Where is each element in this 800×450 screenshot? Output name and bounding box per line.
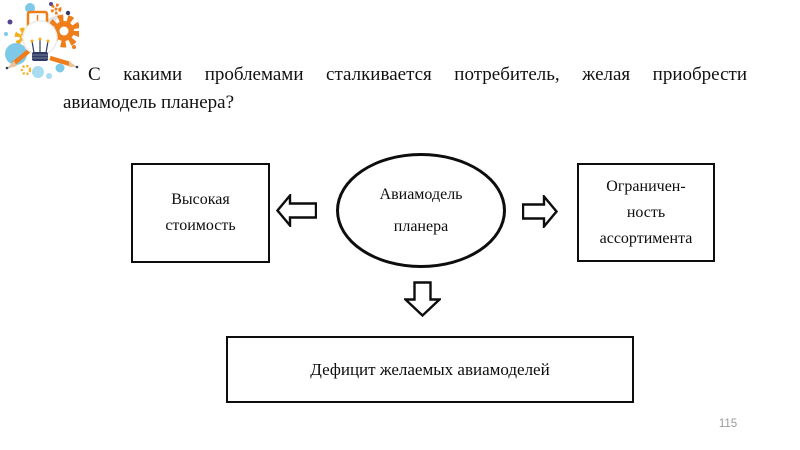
center-ellipse-label: Авиамодель xyxy=(379,186,463,203)
slide-title: С какими проблемами сталкивается потреби… xyxy=(63,61,747,117)
page-number: 115 xyxy=(718,418,738,430)
right-problem-box-label: Ограничен- xyxy=(606,177,686,195)
idea-lightbulb-icon xyxy=(4,2,79,79)
slide-title-line-2: авиамодель планера? xyxy=(63,92,235,113)
center-ellipse: Авиамодель планера xyxy=(336,153,506,268)
arrow-left-icon xyxy=(276,194,317,227)
bottom-result-box: Дефицит желаемых авиамоделей xyxy=(226,336,634,403)
left-problem-box-label: стоимость xyxy=(165,217,236,234)
left-problem-box: Высокая стоимость xyxy=(131,163,270,263)
right-problem-box-label: ность xyxy=(626,203,666,221)
arrow-right-icon xyxy=(522,195,558,228)
right-problem-box: Ограничен- ность ассортимента xyxy=(577,163,715,262)
slide-title-line-1: С какими проблемами сталкивается потреби… xyxy=(88,64,747,85)
bottom-result-box-label: Дефицит желаемых авиамоделей xyxy=(310,359,550,379)
arrow-down-icon xyxy=(404,281,441,317)
left-problem-box-label: Высокая xyxy=(171,191,230,208)
center-ellipse-label: планера xyxy=(393,218,449,235)
right-problem-box-label: ассортимента xyxy=(599,229,693,247)
